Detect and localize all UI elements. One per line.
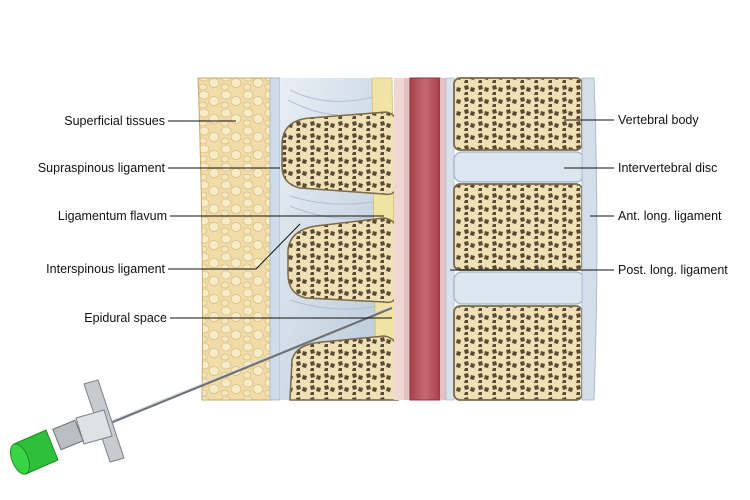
label-superficial-tissues: Superficial tissues [64,114,165,128]
dura-mater [404,78,410,400]
label-interspinous-ligament: Interspinous ligament [46,262,165,276]
spinal-cord [409,77,441,401]
label-intervertebral-disc: Intervertebral disc [618,161,718,175]
label-post-long-ligament: Post. long. ligament [618,263,728,277]
vertebral-column [453,77,585,401]
label-ligamentum-flavum: Ligamentum flavum [57,209,167,223]
label-supraspinous-ligament: Supraspinous ligament [37,161,165,175]
spinous-processes [281,111,399,401]
epidural-needle [52,305,393,463]
label-epidural-space: Epidural space [84,311,167,325]
dura-mater-anterior [440,78,446,400]
anterior-longitudinal-ligament-band [581,77,598,401]
supraspinous-ligament-band [269,77,281,401]
needle-hub-green-icon [9,429,59,475]
epidural-space [394,78,406,400]
right-leader-lines [450,119,614,271]
label-vertebral-body: Vertebral body [618,113,699,127]
posterior-longitudinal-ligament-band [445,77,455,401]
superficial-tissue-layer [197,77,273,401]
left-leader-lines [168,120,392,319]
label-ant-long-ligament: Ant. long. ligament [618,209,722,223]
